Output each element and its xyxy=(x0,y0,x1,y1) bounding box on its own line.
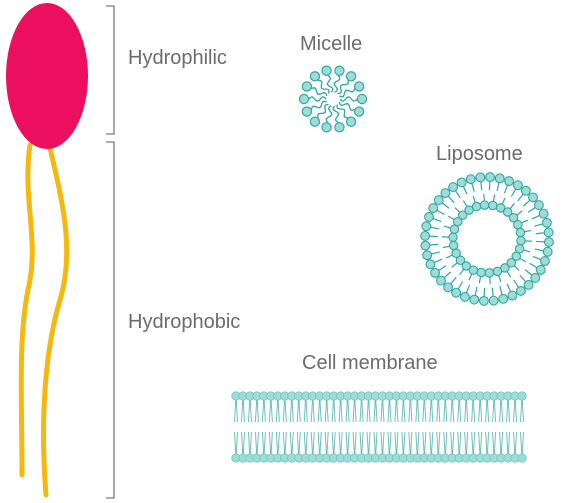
micelle xyxy=(299,66,366,132)
membrane-head xyxy=(518,392,526,400)
membrane-head xyxy=(518,454,526,462)
liposome-head xyxy=(470,295,479,304)
liposome-head xyxy=(542,218,551,227)
micelle-tail xyxy=(340,97,357,101)
liposome-head xyxy=(452,288,461,297)
micelle-head xyxy=(346,117,355,126)
micelle-label: Micelle xyxy=(300,33,362,56)
micelle-head xyxy=(302,82,311,91)
liposome-head xyxy=(517,236,525,244)
cell-membrane-label: Cell membrane xyxy=(302,352,438,375)
liposome-head xyxy=(461,293,470,302)
liposome-head xyxy=(423,251,432,260)
liposome-head xyxy=(524,281,533,290)
micelle-head xyxy=(335,66,344,75)
micelle-head xyxy=(355,107,364,116)
hydrophilic-bracket xyxy=(106,6,114,134)
liposome-head xyxy=(480,297,489,306)
liposome-head xyxy=(505,177,514,186)
liposome-head xyxy=(431,268,440,277)
micelle-head xyxy=(322,66,331,75)
micelle-tail xyxy=(334,76,339,93)
hydrophobic-bracket xyxy=(106,142,114,498)
micelle-head xyxy=(310,72,319,81)
phospholipid-tail-left xyxy=(21,145,32,475)
micelle-head xyxy=(335,123,344,132)
micelle-head xyxy=(302,107,311,116)
micelle-tail xyxy=(337,80,348,93)
micelle-tail xyxy=(309,97,326,101)
liposome-head xyxy=(441,189,450,198)
liposome-head xyxy=(529,193,538,202)
liposome-head xyxy=(513,181,522,190)
liposome-head xyxy=(477,268,485,276)
liposome-head xyxy=(522,186,531,195)
phospholipid-molecule xyxy=(6,3,88,495)
liposome-head xyxy=(489,296,498,305)
liposome-head xyxy=(485,269,493,277)
liposome-head xyxy=(541,257,550,266)
liposome-head xyxy=(480,201,488,209)
liposome-head xyxy=(429,204,438,213)
micelle-tail xyxy=(326,106,331,123)
liposome-head xyxy=(449,241,457,249)
liposome-head xyxy=(531,274,540,283)
phospholipid-head xyxy=(6,3,88,149)
micelle-head xyxy=(322,123,331,132)
liposome-head xyxy=(545,238,554,247)
phospholipid-tail-right xyxy=(44,148,67,495)
liposome-head xyxy=(437,276,446,285)
liposome-head xyxy=(476,173,485,182)
liposome-head xyxy=(544,228,553,237)
liposome-head xyxy=(486,173,495,182)
liposome-head xyxy=(499,294,508,303)
liposome-head xyxy=(495,174,504,183)
liposome-head xyxy=(426,260,435,269)
hydrophobic-label: Hydrophobic xyxy=(128,311,240,334)
micelle-head xyxy=(355,82,364,91)
liposome-head xyxy=(543,247,552,256)
liposome-head xyxy=(535,201,544,210)
micelle-head xyxy=(310,117,319,126)
liposome-head xyxy=(421,232,430,241)
liposome-head xyxy=(472,202,480,210)
liposome-head xyxy=(514,221,522,229)
liposome-head xyxy=(449,233,457,241)
liposome-head xyxy=(489,201,497,209)
micelle-tail xyxy=(318,105,329,118)
liposome-head xyxy=(466,175,475,184)
liposome-head xyxy=(508,291,517,300)
hydrophilic-label: Hydrophilic xyxy=(128,47,227,70)
liposome-head xyxy=(425,213,434,222)
liposome-head xyxy=(457,178,466,187)
liposome-head xyxy=(516,228,524,236)
liposome-head xyxy=(444,283,453,292)
micelle-head xyxy=(299,94,308,103)
micelle-head xyxy=(357,94,366,103)
liposome-head xyxy=(422,222,431,231)
liposome-head xyxy=(539,209,548,218)
liposome-head xyxy=(434,196,443,205)
liposome-head xyxy=(493,267,501,275)
liposome-head xyxy=(516,287,525,296)
liposome-head xyxy=(536,265,545,274)
liposome-label: Liposome xyxy=(436,143,523,166)
liposome-head xyxy=(449,183,458,192)
liposome xyxy=(421,173,554,306)
liposome-head xyxy=(452,249,460,257)
liposome-head xyxy=(421,241,430,250)
cell-membrane xyxy=(232,392,526,462)
micelle-head xyxy=(346,72,355,81)
